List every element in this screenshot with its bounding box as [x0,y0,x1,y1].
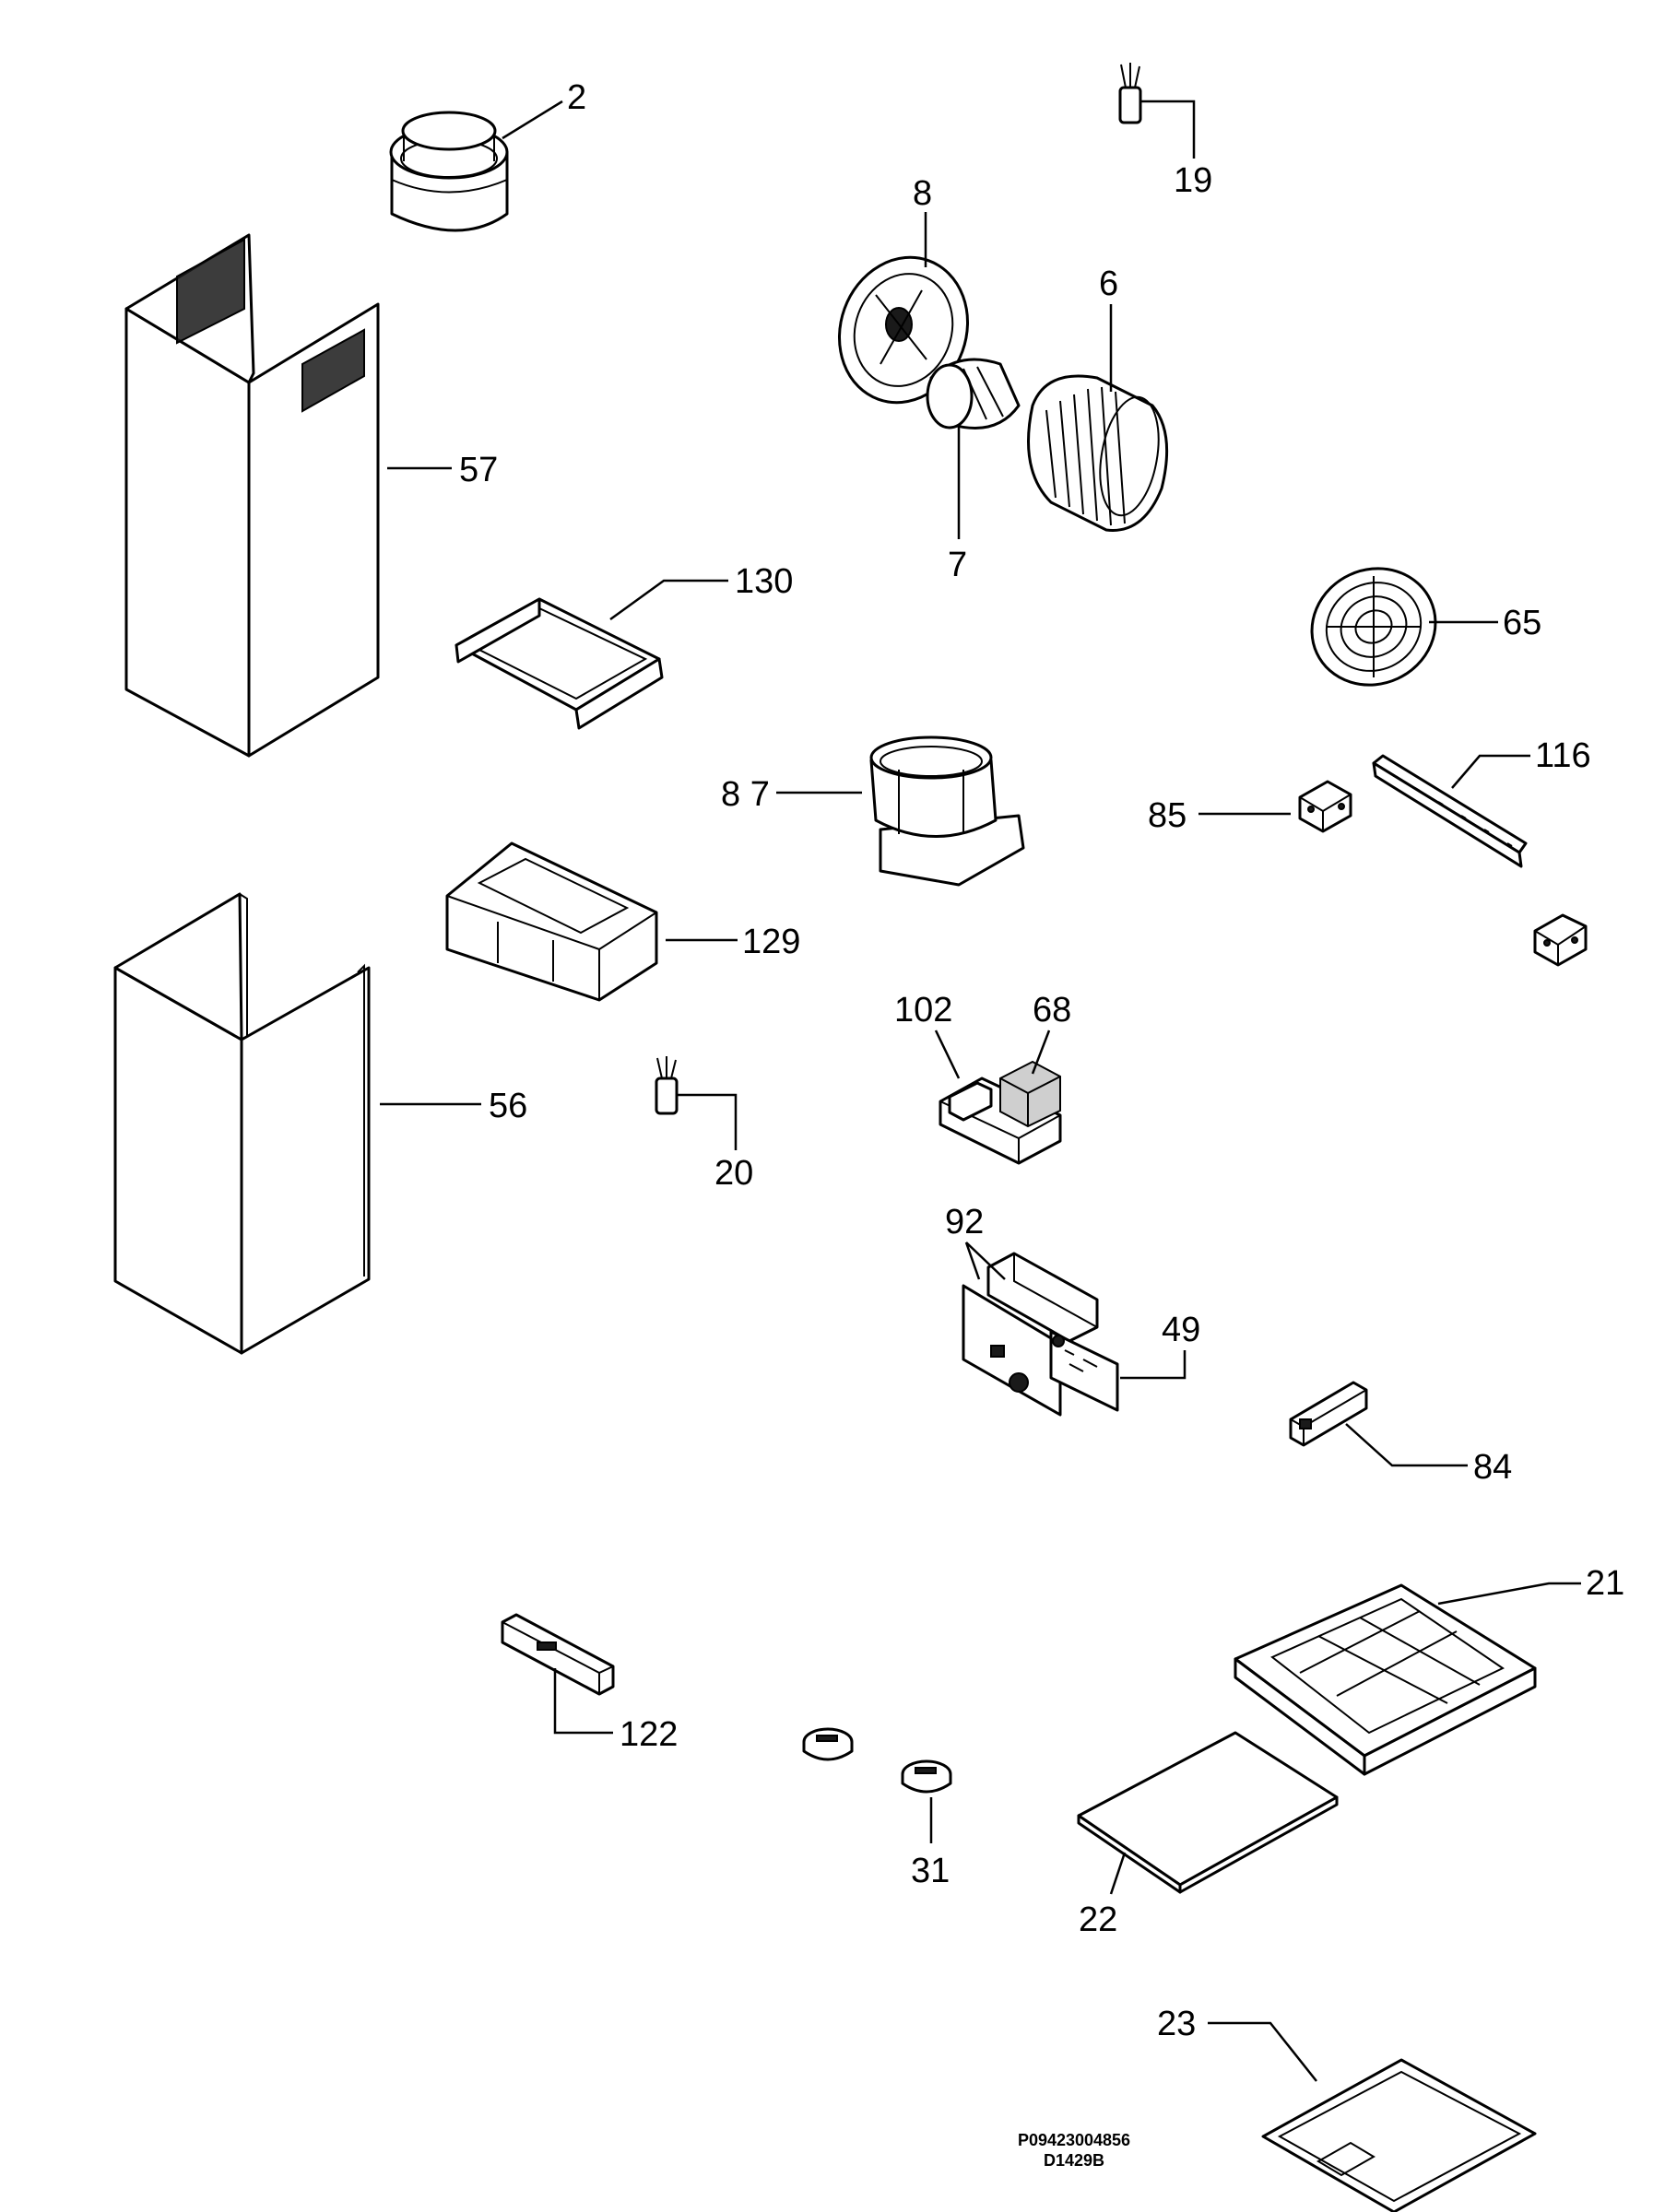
label-2: 2 [567,78,586,117]
label-6: 6 [1099,265,1118,303]
part-23-grease-filter [1261,2058,1537,2212]
label-130: 130 [735,562,793,601]
label-68: 68 [1033,991,1071,1030]
part-20-capacitor [655,1056,679,1115]
label-31: 31 [911,1852,950,1890]
label-122: 122 [620,1715,678,1754]
label-102: 102 [894,991,952,1030]
leader-102 [934,1030,961,1079]
leader-21 [1437,1582,1581,1606]
drawing-id-code: D1429B [1044,2151,1104,2170]
label-87: 8 7 [721,775,770,814]
part-6-blower-wheel [1027,374,1169,532]
part-65-grille [1310,567,1437,687]
part-122-light-bracket [501,1613,615,1696]
label-23: 23 [1157,2005,1196,2043]
part-85-lamp-holder [1298,780,1352,833]
part-92-circuit-boards [962,1252,1099,1417]
label-21: 21 [1586,1564,1624,1603]
part-31-knob-second [901,1759,952,1794]
leader-122 [553,1668,613,1735]
part-21-filter-frame [1234,1583,1537,1776]
leader-84 [1345,1423,1468,1467]
label-65: 65 [1503,604,1541,642]
label-116: 116 [1535,736,1591,775]
part-57-upper-chimney [124,233,380,758]
part-116-rail [1372,754,1528,868]
leader-49 [1120,1350,1187,1380]
label-85: 85 [1148,796,1187,835]
leader-92 [964,1241,1006,1280]
leader-68 [1031,1030,1051,1075]
part-19-capacitor [1118,63,1142,124]
part-31-knob [802,1727,854,1761]
label-56: 56 [489,1087,527,1125]
part-2-duct-collar [389,111,509,232]
label-129: 129 [742,923,800,961]
label-20: 20 [714,1154,753,1193]
label-49: 49 [1162,1311,1200,1349]
part-84-switch [1289,1381,1368,1447]
label-19: 19 [1174,161,1212,200]
part-56-lower-chimney [113,892,371,1355]
part-7-motor [926,358,1021,429]
part-102-control-box [939,1077,1062,1165]
leader-130 [609,579,728,621]
label-84: 84 [1473,1448,1512,1487]
leader-19 [1140,100,1196,159]
label-92: 92 [945,1203,984,1241]
part-129-box-bracket [445,841,658,1002]
part-number-code: P09423004856 [1018,2131,1130,2149]
part-68-transformer [999,1060,1061,1128]
leader-22 [1109,1852,1127,1895]
part-49-pcb [1049,1330,1119,1412]
part-22-filter-mat [1077,1731,1339,1894]
part-85-lamp-holder-second [1533,913,1588,967]
label-8: 8 [913,174,932,213]
part-130-bracket-frame [455,597,664,730]
label-22: 22 [1079,1900,1117,1939]
label-57: 57 [459,451,498,489]
leader-20 [677,1093,738,1150]
part-8-motor-plate [837,255,970,405]
part-87-air-duct [869,735,1025,887]
leader-23 [1208,2021,1317,2082]
label-7: 7 [948,546,967,584]
leader-116 [1451,754,1530,789]
leader-2 [502,100,563,140]
